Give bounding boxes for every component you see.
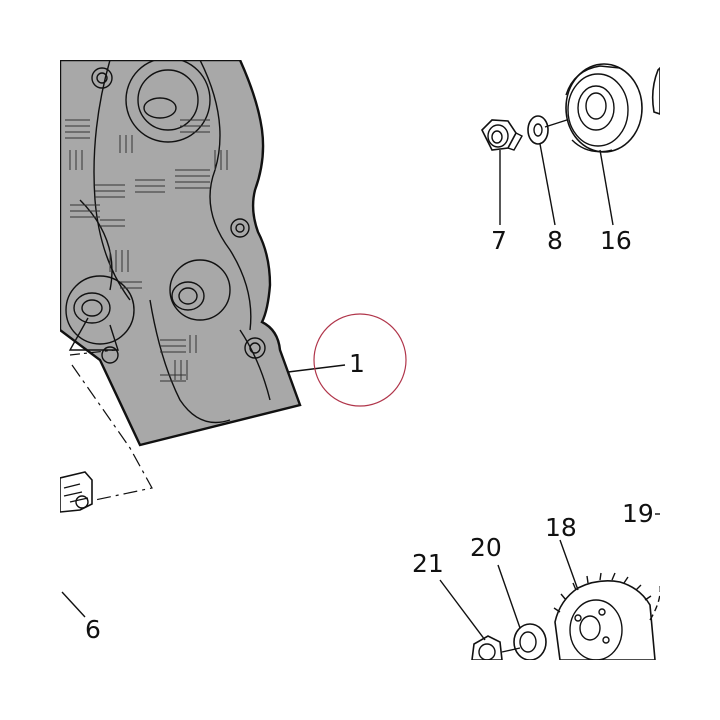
callout-8: 8 bbox=[547, 226, 563, 255]
timing-cover-body bbox=[60, 60, 302, 447]
highlight-circle bbox=[313, 313, 407, 407]
alignment-lines bbox=[69, 349, 153, 501]
bracket-part bbox=[60, 471, 93, 513]
callout-7: 7 bbox=[491, 226, 507, 255]
callout-19: 19 bbox=[622, 499, 654, 528]
washer-part-20 bbox=[513, 623, 547, 660]
callout-6: 6 bbox=[85, 615, 101, 644]
sprocket-part-18 bbox=[553, 572, 660, 660]
callout-20: 20 bbox=[470, 533, 502, 562]
callout-21: 21 bbox=[412, 549, 444, 578]
timing-cover-part-1 bbox=[60, 60, 302, 447]
leader-lines bbox=[61, 143, 660, 641]
nut-part-7 bbox=[481, 119, 523, 151]
callout-1: 1 bbox=[349, 349, 365, 378]
callout-labels: 1 6 7 8 16 18 19 20 21 bbox=[85, 226, 654, 644]
callout-16: 16 bbox=[600, 226, 632, 255]
washer-part-8 bbox=[527, 115, 549, 145]
pulley-part-16 bbox=[544, 63, 660, 153]
nut-part-21 bbox=[471, 635, 521, 660]
callout-18: 18 bbox=[545, 513, 577, 542]
